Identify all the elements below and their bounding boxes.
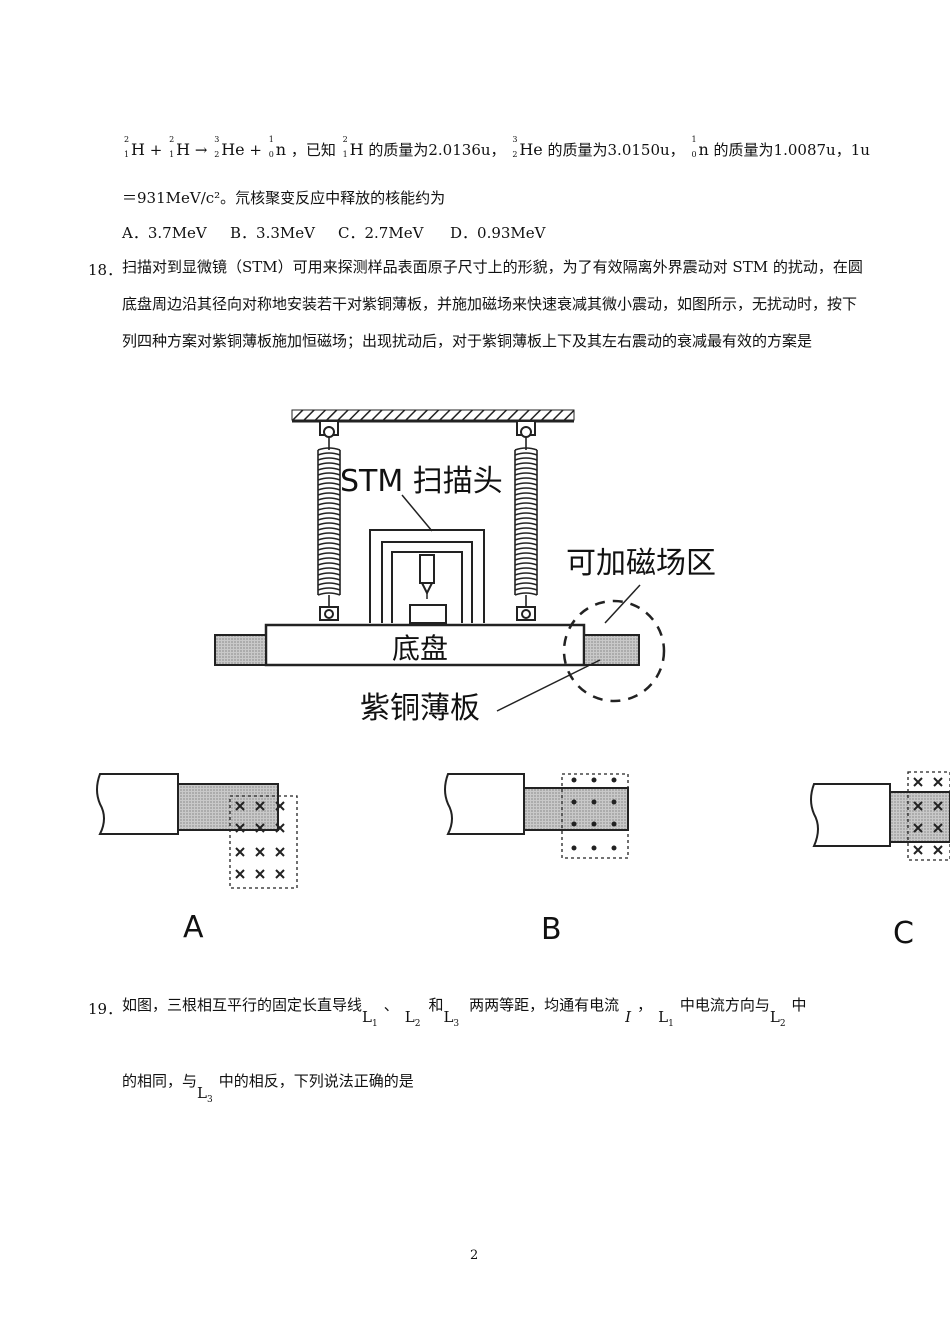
option-b-diagram [444,773,629,859]
option-diagrams [96,771,950,889]
ceiling-hatch [291,409,575,421]
option-a-diagram [96,773,298,889]
page-number: 2 [470,1248,479,1263]
q19-line1: 如图，三根相互平行的固定长直导线L1、L2和L3两两等距，均通有电流I，L1中电… [122,996,807,1029]
q17-line2: ＝931MeV/c²。氘核聚变反应中释放的核能约为 [122,189,446,207]
q18-number: 18． [88,261,123,279]
wire-l1: L1 [362,1008,378,1029]
option-a-caption: A [183,910,204,945]
option-b-caption: B [541,912,562,947]
option-c: C．2.7MeV [338,224,424,242]
label-stm-head: STM 扫描头 [340,464,503,499]
left-copper-plate [214,634,267,666]
option-d: D．0.93MeV [450,224,546,242]
sample [409,604,447,624]
option-b: B．3.3MeV [230,224,315,242]
q17-mass-he: 的质量为3.0150u， [547,141,685,159]
field-into-page-icon [235,801,285,879]
arrow-sign: → [194,141,208,159]
option-a: A．3.7MeV [122,224,207,242]
left-spring [317,437,341,607]
stm-diagram: STM 扫描头 底盘 可加磁场区 紫铜薄板 [214,409,716,726]
wire-l2-b: L2 [769,1008,786,1029]
label-base: 底盘 [392,632,448,665]
label-copper-plate: 紫铜薄板 [360,691,480,726]
option-c-diagram [810,771,950,861]
q17-given: ，已知 [290,141,336,159]
q19-line2: 的相同，与L3中的相反，下列说法正确的是 [122,1072,414,1105]
wire-l2: L2 [404,1008,421,1029]
label-field-region: 可加磁场区 [566,546,716,581]
probe [419,554,435,584]
right-spring [514,437,538,607]
q17-mass-n: 的质量为1.0087u，1u [713,141,870,159]
current-symbol: I [625,1008,632,1026]
q17-mass-h: 的质量为2.0136u， [368,141,506,159]
field-out-of-page-icon [571,777,617,851]
plus-sign: + [149,141,163,159]
plus-sign-2: + [249,141,262,159]
stm-head-frame [369,529,485,623]
wire-l3-b: L3 [197,1084,213,1105]
option-c-caption: C [893,916,914,951]
q19-number: 19． [88,1000,123,1018]
wire-l1-b: L1 [658,1008,674,1029]
wire-l3: L3 [443,1008,460,1029]
right-copper-plate [583,634,640,666]
field-region-circle [562,599,666,703]
q18-text: 扫描对到显微镜（STM）可用来探测样品表面原子尺寸上的形貌，为了有效隔离外界震动… [122,258,863,350]
q17-options: A．3.7MeV B．3.3MeV C．2.7MeV D．0.93MeV [122,226,546,241]
